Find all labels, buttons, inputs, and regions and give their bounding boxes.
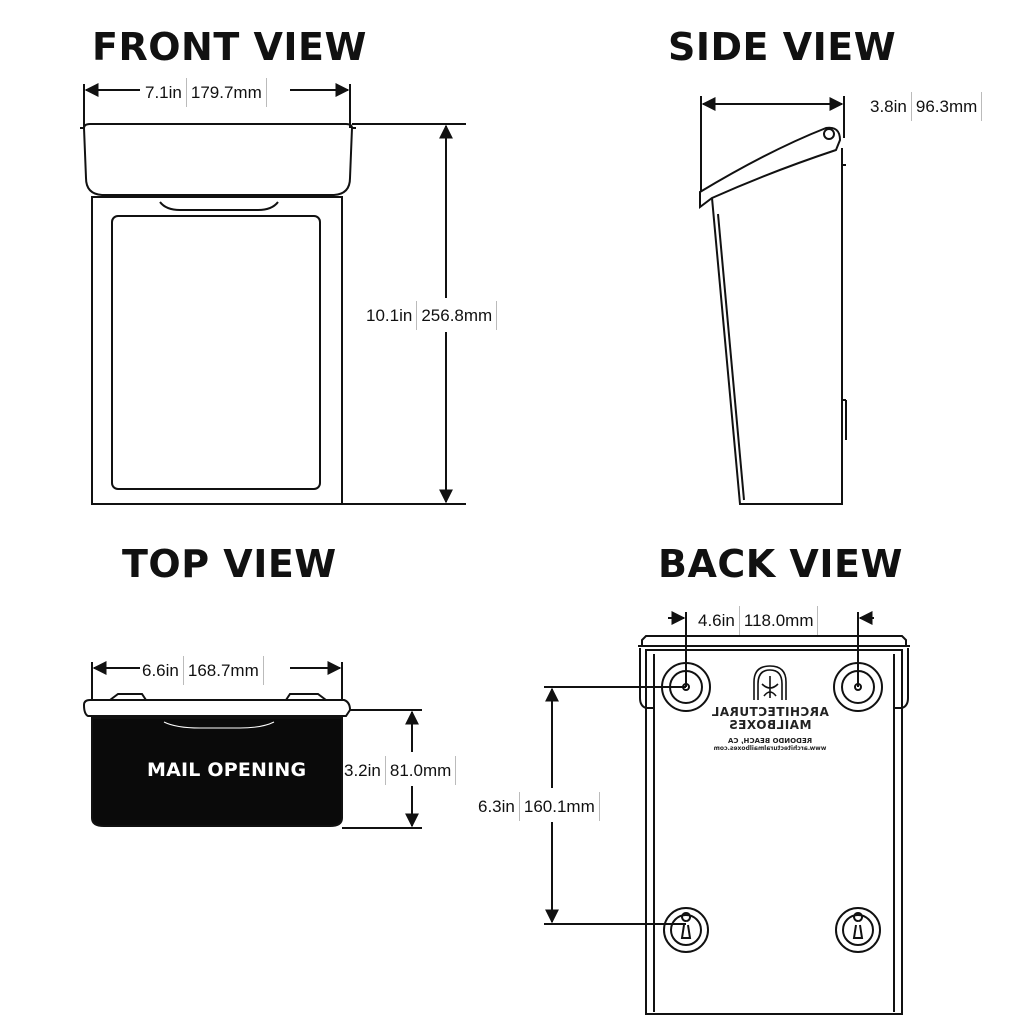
front-dimension-lines [83,83,466,505]
top-width-in: 6.6in [142,661,179,680]
top-depth-in: 3.2in [344,761,381,780]
top-width-mm: 168.7mm [182,656,264,685]
front-lid [82,123,354,196]
side-dimension-lines [700,96,845,192]
front-width-in: 7.1in [145,83,182,102]
side-body [711,148,843,505]
side-view-drawing [699,126,847,505]
front-door-panel [111,215,321,490]
back-hole-vertical-dimension: 6.3in 160.1mm [478,792,600,821]
top-view-drawing [82,693,352,827]
mail-opening [91,717,343,827]
logo-line-4: www.architecturalmailboxes.com [713,745,827,753]
back-body [645,649,903,1015]
keyhole-bottom-right [835,907,881,953]
keyhole-bottom-left [663,907,709,953]
logo-line-2: MAILBOXES [728,718,812,733]
side-lid [699,126,842,209]
front-body [91,196,343,505]
front-height-dimension: 10.1in 256.8mm [366,301,498,330]
side-depth-mm: 96.3mm [910,92,983,121]
front-height-in: 10.1in [366,306,413,325]
front-view-drawing [80,123,356,505]
top-view-title: TOP VIEW [122,542,337,586]
side-depth-in: 3.8in [870,97,907,116]
back-view-title: BACK VIEW [658,542,903,586]
back-hole-spacing-in: 4.6in [698,611,735,630]
back-view-drawing [638,635,910,1015]
mail-opening-label: MAIL OPENING [147,759,307,781]
top-depth-mm: 81.0mm [384,756,457,785]
side-depth-dimension: 3.8in 96.3mm [870,92,983,121]
back-dimension-lines [544,611,874,925]
back-hole-vertical-mm: 160.1mm [518,792,600,821]
top-dimension-lines [91,661,422,829]
side-view-title: SIDE VIEW [668,25,897,69]
front-width-dimension: 7.1in 179.7mm [145,78,267,107]
back-hole-spacing-mm: 118.0mm [738,606,819,635]
top-lid-rim [82,699,352,717]
logo-emblem [753,665,787,700]
back-hole-vertical-in: 6.3in [478,797,515,816]
back-top-rim [641,635,907,646]
top-depth-dimension: 3.2in 81.0mm [344,756,457,785]
front-height-mm: 256.8mm [416,301,498,330]
top-width-dimension: 6.6in 168.7mm [142,656,264,685]
front-view-title: FRONT VIEW [92,25,367,69]
logo-stamp-text: ARCHITECTURAL MAILBOXES REDONDO BEACH, C… [700,705,840,753]
front-width-mm: 179.7mm [185,78,267,107]
back-hole-spacing-dimension: 4.6in 118.0mm [698,606,819,635]
